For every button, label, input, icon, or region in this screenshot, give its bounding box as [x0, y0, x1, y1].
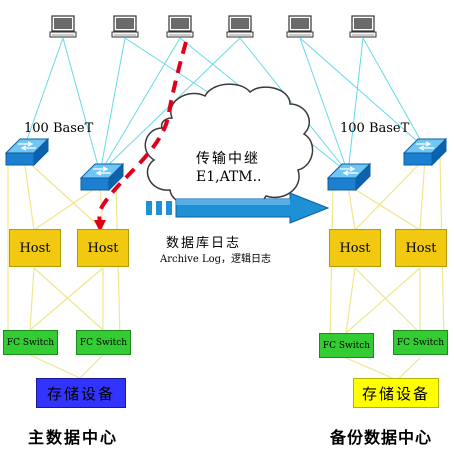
left-fc-switch-1: FC Switch [3, 330, 58, 355]
left-fc-switch-2: FC Switch [76, 330, 131, 355]
right-fc-switch-1: FC Switch [319, 333, 374, 358]
red-dashed-path [94, 41, 188, 232]
workstation-icon [349, 15, 377, 38]
ethernet-switch-icon [5, 138, 49, 166]
cloud-label-2: E1,ATM.. [196, 169, 262, 185]
right-fc-switch-2: FC Switch [393, 330, 448, 355]
right-san-links [329, 157, 445, 381]
left-host-2: Host [77, 229, 129, 267]
right-host-2: Host [395, 229, 447, 267]
arrow-caption-1: 数据库日志 [166, 236, 242, 251]
left-host-1: Host [9, 229, 61, 267]
left-san-links [7, 157, 121, 379]
link-label-left: 100 BaseT [24, 121, 94, 136]
arrow-caption-2: Archive Log，逻辑日志 [160, 254, 272, 265]
right-site-caption: 备份数据中心 [330, 428, 433, 447]
right-host-1: Host [329, 229, 381, 267]
workstation-icon [226, 15, 254, 38]
cloud-shape [144, 83, 314, 211]
workstation-icon [111, 15, 139, 38]
cloud-label-1: 传输中继 [196, 151, 260, 167]
left-site-caption: 主数据中心 [28, 428, 119, 447]
workstation-icon [166, 15, 194, 38]
right-storage: 存储设备 [353, 378, 439, 408]
workstation-icon [49, 15, 77, 38]
ethernet-switch-icon [327, 163, 371, 191]
replication-arrow [146, 192, 330, 224]
left-storage: 存储设备 [36, 378, 126, 408]
link-label-right: 100 BaseT [340, 121, 410, 136]
workstation-icon [286, 15, 314, 38]
